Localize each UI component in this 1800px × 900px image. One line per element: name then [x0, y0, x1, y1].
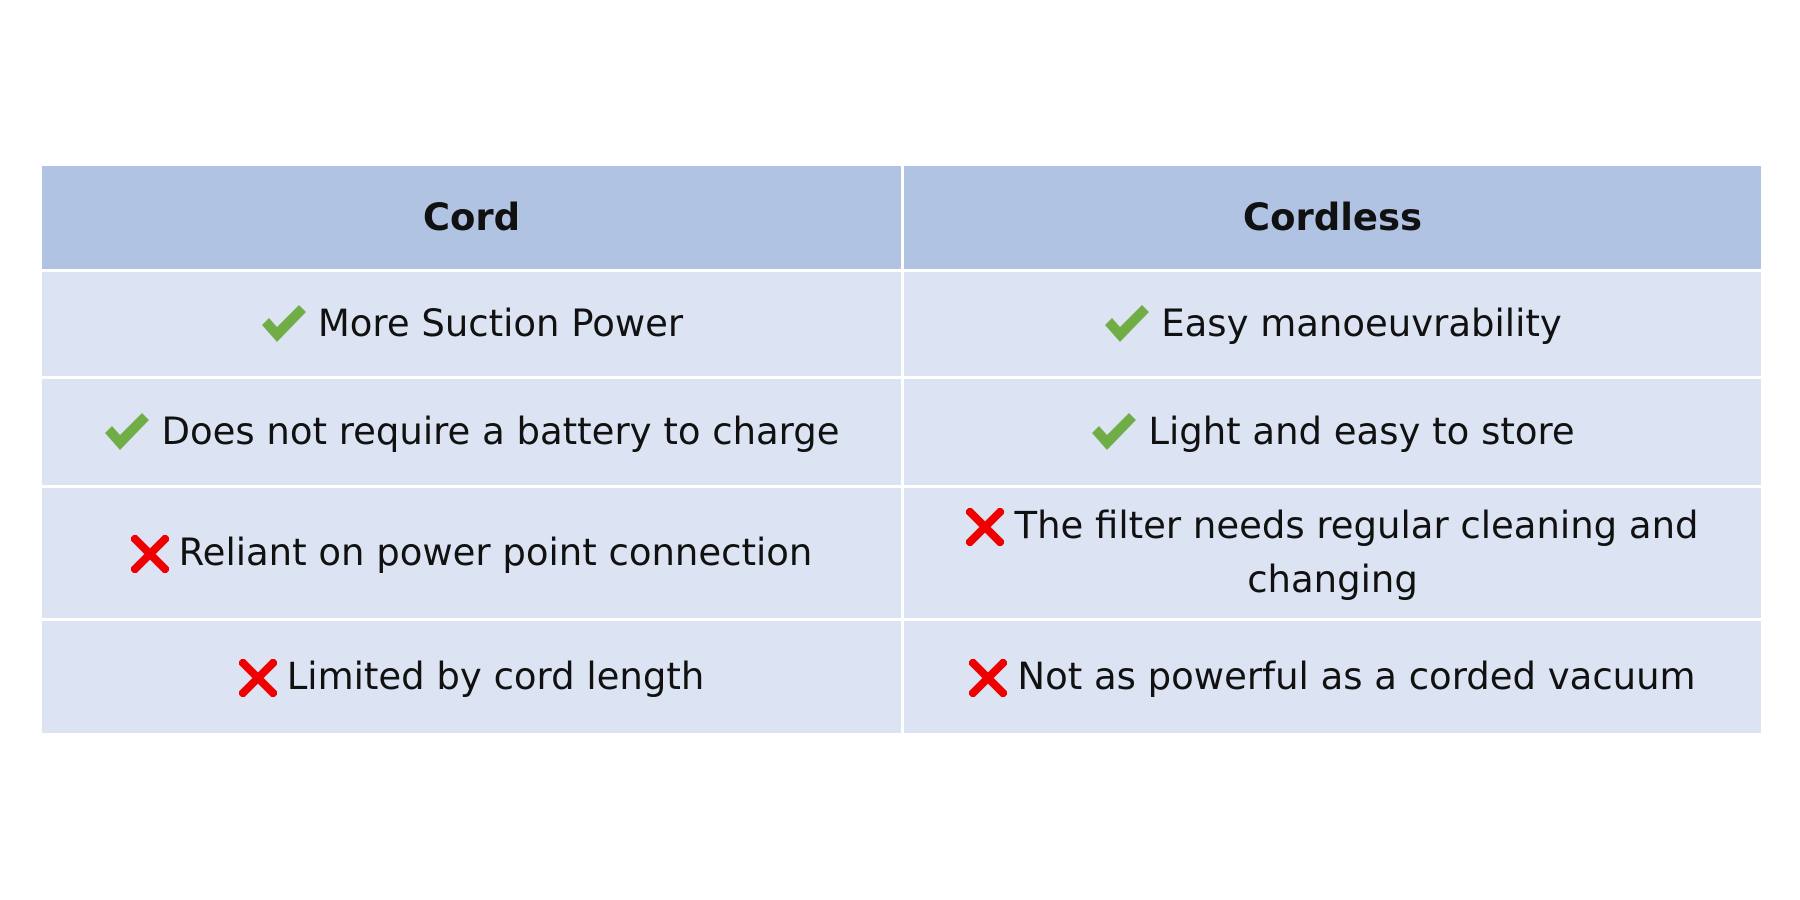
header-row: Cord Cordless	[39, 163, 1764, 272]
cross-icon	[238, 659, 277, 697]
table-cell: More Suction Power	[39, 269, 904, 379]
header-cordless: Cordless	[901, 163, 1764, 272]
cell-text: Light and easy to store	[1148, 410, 1575, 453]
table-cell: The filter needs regular cleaning and ch…	[901, 485, 1764, 621]
cross-icon	[969, 659, 1008, 697]
check-icon	[103, 412, 151, 452]
cross-icon	[130, 535, 169, 573]
cell-text: Does not require a battery to charge	[161, 410, 840, 453]
table-cell: Does not require a battery to charge	[39, 376, 904, 488]
cell-text: Not as powerful as a corded vacuum	[1017, 655, 1696, 698]
check-icon	[1103, 304, 1151, 344]
check-icon	[260, 304, 308, 344]
table-cell: Limited by cord length	[39, 618, 904, 736]
table-cell: Not as powerful as a corded vacuum	[901, 618, 1764, 736]
table-row: Limited by cord length Not as powerful a…	[39, 618, 1764, 736]
check-icon	[1090, 412, 1138, 452]
cell-text: More Suction Power	[317, 302, 684, 345]
cell-text: The filter needs regular cleaning and ch…	[1014, 504, 1699, 601]
table-cell: Light and easy to store	[901, 376, 1764, 488]
cell-text: Reliant on power point connection	[178, 531, 813, 574]
cell-text: Limited by cord length	[286, 655, 705, 698]
cell-text: Easy manoeuvrability	[1161, 302, 1562, 345]
table-row: More Suction Power Easy manoeuvrability	[39, 269, 1764, 379]
table-cell: Reliant on power point connection	[39, 485, 904, 621]
table-cell: Easy manoeuvrability	[901, 269, 1764, 379]
comparison-table: Cord Cordless More Suction Power Easy ma…	[39, 163, 1764, 736]
cross-icon	[966, 508, 1005, 546]
table-row: Reliant on power point connection The fi…	[39, 485, 1764, 621]
table-row: Does not require a battery to charge Lig…	[39, 376, 1764, 488]
header-cord: Cord	[39, 163, 904, 272]
